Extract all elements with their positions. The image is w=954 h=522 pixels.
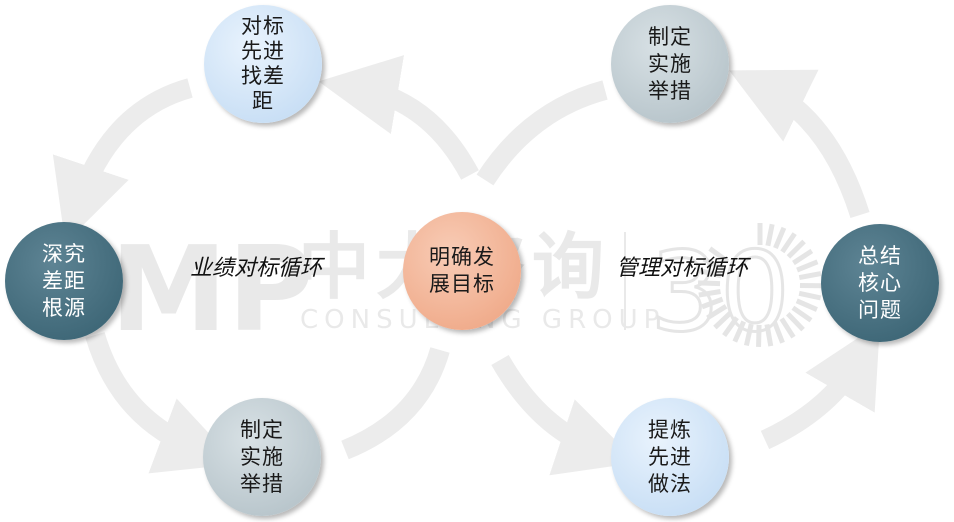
- arrow-right-center-to-bottom: [491, 354, 638, 476]
- node-text-line: 做法: [648, 471, 692, 496]
- sunburst-ray: [743, 323, 754, 347]
- node-text-line: 展目标: [429, 272, 495, 296]
- arrow-right-top-to-center: [476, 80, 608, 186]
- sunburst-ray: [798, 271, 822, 281]
- node-text-line: 根源: [42, 295, 86, 320]
- sunburst-ray: [792, 248, 814, 266]
- arrow-left-left-to-bottom: [85, 332, 238, 474]
- sunburst-ray: [701, 296, 724, 310]
- left-bottom-node-text: 制定实施举措: [240, 417, 284, 498]
- sunburst-ray: [699, 268, 722, 279]
- sunburst-ray: [732, 320, 747, 343]
- node-text-line: 实施: [648, 51, 692, 76]
- sunburst-ray: [796, 259, 819, 273]
- node-text-line: 找差: [241, 64, 285, 88]
- sunburst-ray: [702, 256, 725, 271]
- node-text-line: 距: [252, 89, 274, 113]
- node-text-line: 举措: [240, 471, 284, 496]
- node-text-line: 先进: [648, 444, 692, 469]
- right-top-node-text: 制定实施举措: [648, 24, 692, 105]
- right-top-node: 制定实施举措: [611, 5, 729, 123]
- sunburst-ray: [786, 239, 806, 259]
- node-text-line: 制定: [648, 24, 692, 49]
- right-cycle-label: 管理对标循环: [616, 256, 749, 281]
- right-node-text: 总结核心问题: [858, 243, 902, 324]
- right-node: 总结核心问题: [821, 224, 939, 342]
- sunburst-ray: [713, 310, 733, 330]
- arrow-left-bottom-to-center: [341, 347, 450, 460]
- arrow-right-bottom-to-right: [760, 323, 881, 450]
- sunburst-ray: [697, 280, 721, 287]
- node-text-line: 举措: [648, 78, 692, 103]
- arrow-left-top-to-left: [52, 78, 193, 243]
- node-text-line: 先进: [241, 39, 285, 63]
- sunburst-ray: [764, 323, 774, 347]
- sunburst-ray: [785, 312, 805, 332]
- node-text-line: 提炼: [648, 417, 692, 442]
- watermark-brand: MP: [110, 220, 314, 358]
- sunburst-ray: [773, 226, 787, 250]
- node-text-line: 差距: [42, 268, 86, 293]
- arrow-right-right-to-top: [729, 69, 870, 219]
- arrow-left-top-to-center: [318, 55, 479, 180]
- sunburst-ray: [765, 223, 775, 247]
- node-text-line: 总结: [858, 243, 902, 268]
- node-text-line: 对标: [241, 14, 285, 38]
- node-text-line: 问题: [858, 297, 902, 322]
- left-top-node-text: 对标先进找差距: [241, 14, 285, 114]
- sunburst-ray: [722, 316, 739, 338]
- node-text-line: 制定: [240, 417, 284, 442]
- left-top-node: 对标先进找差距: [204, 5, 322, 123]
- sunburst-ray: [772, 321, 785, 344]
- sunburst-ray: [795, 298, 818, 312]
- sunburst-ray: [706, 304, 728, 320]
- node-text-line: 明确发: [429, 245, 495, 269]
- center-node: 明确发展目标: [403, 212, 521, 330]
- node-text-line: 深究: [42, 241, 86, 266]
- right-bottom-node: 提炼先进做法: [611, 398, 729, 516]
- sunburst-ray: [791, 305, 813, 323]
- left-node: 深究差距根源: [5, 222, 123, 340]
- sunburst-ray: [779, 317, 796, 339]
- left-bottom-node: 制定实施举措: [203, 398, 321, 516]
- sunburst-ray: [798, 290, 822, 301]
- right-bottom-node-text: 提炼先进做法: [648, 417, 692, 498]
- center-node-text: 明确发展目标: [429, 244, 495, 298]
- sunburst-ray: [698, 289, 721, 298]
- sunburst-ray: [708, 246, 730, 264]
- left-cycle-label: 业绩对标循环: [190, 256, 323, 281]
- left-node-text: 深究差距根源: [42, 241, 86, 322]
- watermark-sunburst: [697, 223, 823, 348]
- sunburst-ray: [780, 232, 797, 254]
- node-text-line: 实施: [240, 444, 284, 469]
- node-text-line: 核心: [858, 270, 902, 295]
- sunburst-ray: [756, 324, 762, 348]
